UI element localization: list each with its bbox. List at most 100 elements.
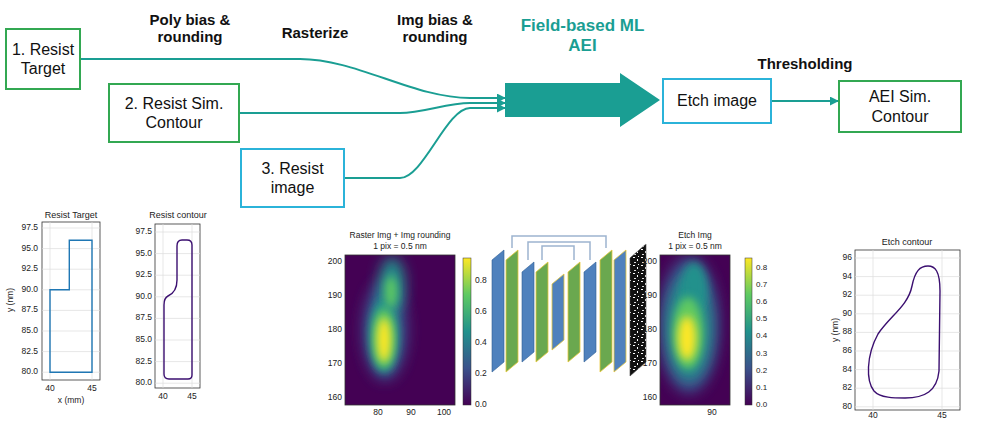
text-group: AEI Sim. Contour — [844, 87, 956, 125]
plot-label: 85.0 — [135, 335, 152, 345]
etch-contour-plot — [855, 250, 960, 410]
process-box: AEI Sim. Contour — [838, 80, 962, 133]
plot-label: 0.2 — [756, 366, 767, 375]
plot-label: 84 — [843, 365, 852, 375]
raster-image-plot — [345, 255, 471, 405]
heatmap-part — [377, 318, 391, 362]
plot-label: 92.5 — [135, 270, 152, 280]
plot-label: 90 — [406, 408, 415, 418]
heatmap-part — [369, 297, 399, 373]
step-label: Rasterize — [282, 24, 349, 41]
plot-label: 88 — [843, 328, 852, 338]
skip-connections — [512, 236, 606, 260]
flow-connector — [345, 108, 505, 178]
plot-label: Raster Img + Img rounding — [350, 231, 451, 241]
plot-label: 0.3 — [756, 349, 767, 358]
plot-label: Resist Target — [45, 210, 97, 220]
plot-label: 190 — [643, 291, 657, 301]
box-label: Etch image — [677, 91, 757, 110]
resist-target-plot — [42, 222, 100, 380]
box-label: 3. Resist image — [246, 159, 339, 197]
plot-label: Etch Img — [678, 231, 712, 241]
plot-frame — [660, 255, 730, 405]
plot-label: 40 — [45, 384, 54, 394]
plot-label: Resist contour — [149, 210, 207, 220]
plot-label: 87.5 — [135, 314, 152, 324]
plot-label: 80 — [373, 408, 382, 418]
heatmap-part — [660, 255, 730, 405]
arrow-shape — [505, 73, 660, 127]
output-mask — [630, 244, 646, 376]
plot-label: 0.2 — [475, 369, 487, 379]
grid-lines — [155, 224, 200, 388]
plot-label: 80 — [843, 402, 852, 412]
plot-label: 80.0 — [21, 367, 38, 377]
plot-label: 90 — [707, 408, 716, 418]
plot-label: 170 — [643, 359, 657, 369]
unet-illustration-part — [568, 262, 580, 362]
plot-label: 82.5 — [21, 347, 38, 357]
plot-frame — [42, 222, 100, 380]
plot-label: 200 — [328, 257, 342, 267]
grid-lines — [855, 250, 960, 410]
plot-label: 1 pix = 0.5 nm — [668, 242, 722, 252]
connectors — [81, 59, 838, 178]
unet-illustration-part — [506, 250, 518, 372]
plot-label: 86 — [843, 346, 852, 356]
plot-label: 100 — [437, 408, 451, 418]
box-label: AEI Sim. Contour — [844, 87, 956, 125]
plot-label: 170 — [328, 359, 342, 369]
plot-label: 96 — [843, 253, 852, 263]
heatmap-part — [673, 297, 703, 369]
plot-label: 1 pix = 0.5 nm — [373, 242, 427, 252]
plot-label: 0.6 — [756, 298, 767, 307]
plot-label: 45 — [87, 384, 96, 394]
plot-label: 0.4 — [475, 338, 487, 348]
process-box: 2. Resist Sim. Contour — [108, 83, 240, 143]
plot-label: 0.7 — [756, 281, 767, 290]
plot-label: 0.1 — [756, 383, 767, 392]
arrow-body — [505, 73, 660, 127]
flow-connector — [81, 59, 505, 98]
plot-frame — [345, 255, 455, 405]
unet-illustration — [492, 236, 646, 376]
plot-label: 40 — [158, 392, 167, 402]
text-group: Etch image — [677, 91, 757, 110]
plot-label: 45 — [937, 411, 946, 421]
plot-frame — [855, 250, 960, 410]
text-group: Field-based ML AEI — [509, 16, 656, 57]
unet-illustration-part — [536, 262, 548, 362]
plot-label: 180 — [328, 325, 342, 335]
step-label: Img bias & rounding — [375, 11, 495, 46]
plot-label: 82.5 — [135, 357, 152, 367]
unet-illustration-part — [522, 262, 534, 362]
plot-label: 40 — [868, 411, 877, 421]
plot-label: Etch contour — [882, 237, 933, 247]
heatmap-part — [660, 257, 719, 393]
contour-line — [868, 266, 940, 398]
plot-label: y (nm) — [6, 288, 16, 312]
heatmap-part — [345, 255, 455, 405]
colorbar — [745, 258, 752, 405]
text-group: 2. Resist Sim. Contour — [114, 94, 234, 132]
plot-label: 97.5 — [135, 227, 152, 237]
plot-label: 87.5 — [21, 306, 38, 316]
process-box: Etch image — [662, 78, 772, 124]
plot-label: 90.0 — [21, 285, 38, 295]
colorbar — [463, 258, 471, 405]
plot-label: 0.6 — [475, 307, 487, 317]
process-box: 1. Resist Target — [5, 28, 81, 90]
contour-line — [164, 240, 192, 379]
grid-lines — [42, 222, 100, 380]
plot-label: 90.0 — [135, 292, 152, 302]
plot-label: 0.4 — [756, 332, 767, 341]
plot-label: 92.5 — [21, 264, 38, 274]
heatmap — [345, 255, 455, 405]
model-title: Field-based ML AEI — [509, 16, 656, 57]
heatmap-part — [385, 276, 397, 308]
plot-label: 45 — [187, 392, 196, 402]
